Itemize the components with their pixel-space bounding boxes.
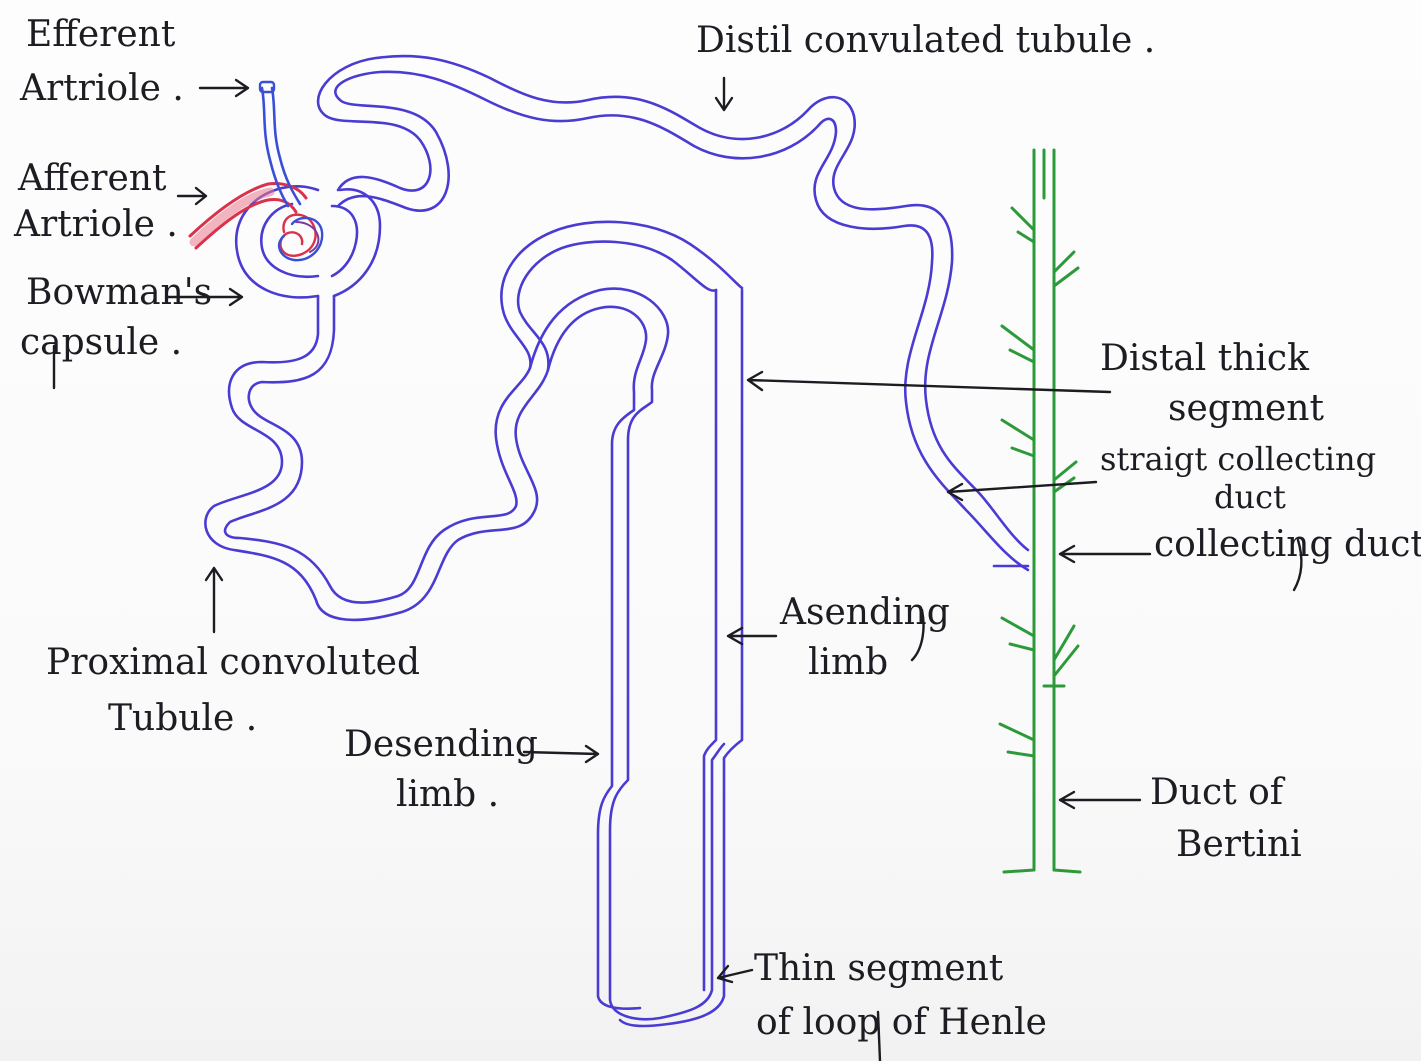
- nephron-tubule: [205, 56, 1028, 1026]
- label-descending-line2: limb .: [396, 774, 499, 815]
- distal-convoluted-tubule-outer: [318, 56, 1028, 550]
- label-bertini-line2: Bertini: [1176, 824, 1302, 865]
- duct-branch: [1002, 420, 1034, 456]
- label-thin-segment-line2: of loop of Henle: [756, 1002, 1047, 1043]
- ascending-limb: [620, 290, 742, 1026]
- glomerulus-red: [280, 215, 315, 256]
- label-straight-duct-line1: straigt collecting: [1100, 440, 1376, 478]
- distal-thick-arrow: [748, 372, 1110, 392]
- collecting-duct-arrow: [1060, 546, 1150, 562]
- duct-branch: [1002, 326, 1034, 362]
- ascending-arrow: [728, 628, 776, 644]
- efferent-arrow: [200, 80, 248, 96]
- label-ascending-line1: Asending: [779, 592, 950, 633]
- duct-branch: [1054, 462, 1076, 492]
- dct-arrow: [716, 78, 732, 110]
- label-efferent-line2: Artriole .: [19, 68, 184, 109]
- duct-branch: [1002, 618, 1034, 650]
- bertini-arrow: [1060, 792, 1140, 808]
- label-descending-line1: Desending: [344, 724, 538, 765]
- proximal-convoluted-tubule-outer: [205, 242, 716, 620]
- glomerulus-vessels: [190, 82, 322, 260]
- proximal-convoluted-tubule-inner: [225, 222, 742, 603]
- label-pct-line1: Proximal convoluted: [46, 642, 420, 683]
- label-bertini-line1: Duct of: [1150, 772, 1286, 813]
- label-dct: Distil convulated tubule .: [696, 20, 1155, 61]
- label-distal-thick-line2: segment: [1168, 388, 1324, 429]
- duct-branch: [1012, 208, 1034, 242]
- collecting-duct: [1000, 150, 1080, 872]
- descending-limb: [530, 289, 724, 1020]
- duct-branch: [1054, 252, 1078, 286]
- label-afferent-line1: Afferent: [17, 158, 167, 199]
- label-collecting-duct: collecting duct: [1154, 524, 1421, 565]
- label-straight-duct-line2: duct: [1214, 478, 1286, 516]
- label-ascending-line2: limb: [808, 642, 888, 683]
- label-bowmans-line1: Bowman's: [26, 272, 212, 313]
- label-bowmans-line2: capsule .: [20, 322, 182, 363]
- afferent-arrow: [178, 188, 206, 204]
- label-afferent-line2: Artriole .: [13, 204, 178, 245]
- bowmans-capsule-inner: [261, 204, 357, 277]
- label-pct-line2: Tubule .: [108, 698, 257, 739]
- distal-convoluted-tubule-inner: [335, 72, 1028, 570]
- pointer-arrows: [54, 78, 1301, 1061]
- label-thin-segment-line1: Thin segment: [754, 948, 1004, 989]
- label-distal-thick-line1: Distal thick: [1100, 338, 1310, 379]
- duct-branch: [1054, 626, 1078, 676]
- duct-base-right: [1054, 870, 1080, 872]
- label-efferent-line1: Efferent: [26, 14, 176, 55]
- duct-base-left: [1004, 870, 1034, 872]
- pct-arrow: [206, 568, 222, 632]
- duct-branch: [1000, 724, 1034, 756]
- ascending-limb-inner: [704, 290, 716, 990]
- descending-limb-inner: [548, 307, 646, 1009]
